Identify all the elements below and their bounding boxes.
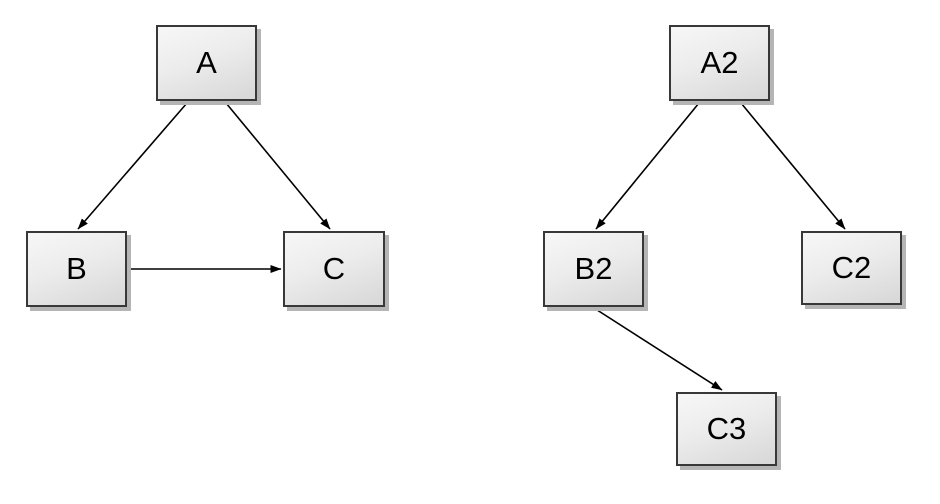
node-label-C2: C2 [831,250,872,285]
edge-A2-C2 [740,102,846,230]
node-A[interactable]: A [156,25,257,101]
node-label-C3: C3 [706,411,747,446]
node-C2[interactable]: C2 [801,231,902,305]
edge-B2-C3 [593,307,723,391]
node-B[interactable]: B [26,231,127,307]
node-B2[interactable]: B2 [543,231,644,307]
node-label-B2: B2 [574,251,613,286]
node-label-A: A [196,45,217,80]
node-label-C: C [322,251,346,286]
node-label-B: B [66,251,87,286]
edge-A2-B2 [595,102,700,230]
node-A2[interactable]: A2 [669,25,770,101]
node-C[interactable]: C [283,231,385,307]
edge-A-C [225,102,331,230]
node-label-A2: A2 [700,45,739,80]
edge-A-B [77,102,188,230]
node-C3[interactable]: C3 [676,392,777,466]
